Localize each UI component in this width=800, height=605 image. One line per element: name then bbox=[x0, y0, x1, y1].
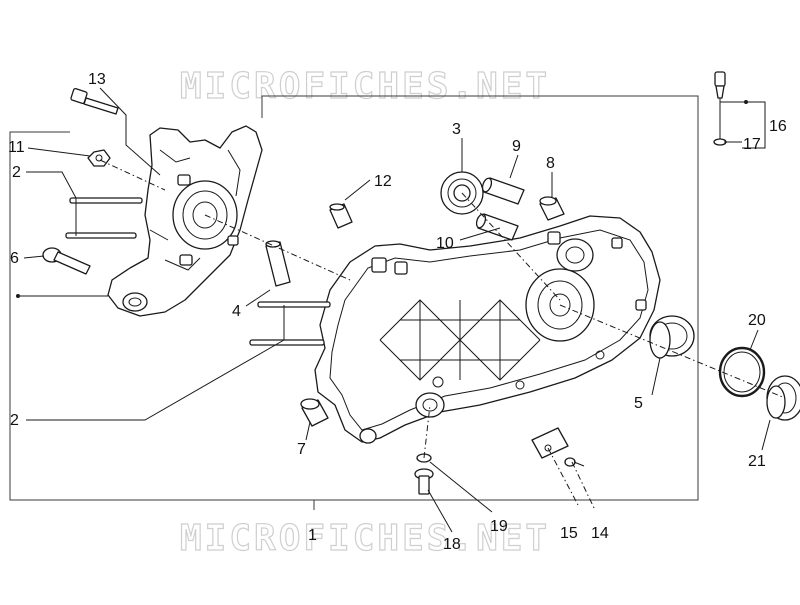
callout-17: 17 bbox=[743, 136, 761, 153]
right-crankcase-half bbox=[314, 215, 661, 444]
callout-10: 10 bbox=[436, 235, 454, 252]
callout-8: 8 bbox=[546, 155, 555, 172]
callout-11: 11 bbox=[8, 139, 25, 156]
pin-10 bbox=[475, 213, 519, 241]
assembly-frame bbox=[9, 95, 699, 510]
callout-1: 1 bbox=[308, 527, 317, 544]
callout-6: 6 bbox=[10, 250, 19, 267]
callout-4: 4 bbox=[232, 303, 241, 320]
callout-12: 12 bbox=[374, 173, 392, 190]
watermark-top: MICROFICHES.NET bbox=[180, 66, 550, 107]
oil-seal-21 bbox=[766, 375, 800, 421]
callout-16: 16 bbox=[769, 118, 787, 135]
watermark-bottom: MICROFICHES.NET bbox=[180, 518, 550, 559]
bush-12 bbox=[329, 203, 353, 229]
callout-21: 21 bbox=[748, 453, 766, 470]
dowel-bush-4 bbox=[265, 240, 291, 287]
leader-dot bbox=[744, 100, 748, 104]
callout-14: 14 bbox=[591, 525, 609, 542]
bolt-13 bbox=[70, 88, 119, 115]
bush-8 bbox=[539, 196, 565, 221]
stud-bolts-upper bbox=[65, 197, 143, 239]
callout-2-lower: 2 bbox=[10, 412, 19, 429]
dipstick-16 bbox=[714, 71, 726, 140]
washer-11 bbox=[87, 149, 111, 167]
stud-bolts-lower bbox=[249, 301, 331, 346]
callout-3: 3 bbox=[452, 121, 461, 138]
circlip-20 bbox=[718, 346, 766, 398]
oil-seal-5 bbox=[649, 315, 695, 359]
left-crankcase-half bbox=[107, 125, 263, 317]
screw-14 bbox=[564, 457, 585, 467]
callout-20: 20 bbox=[748, 312, 766, 329]
bush-7 bbox=[300, 398, 329, 427]
callout-15: 15 bbox=[560, 525, 578, 542]
alignment-lines bbox=[99, 159, 786, 511]
callout-18: 18 bbox=[443, 536, 461, 553]
screw-18 bbox=[414, 468, 434, 495]
callout-2-upper: 2 bbox=[12, 164, 21, 181]
callout-19: 19 bbox=[490, 518, 508, 535]
callout-5: 5 bbox=[634, 395, 643, 412]
screw-6 bbox=[42, 247, 91, 275]
pin-9 bbox=[481, 177, 525, 205]
leader-dot bbox=[16, 294, 20, 298]
callout-9: 9 bbox=[512, 138, 521, 155]
plate-15 bbox=[531, 427, 569, 459]
callout-7: 7 bbox=[297, 441, 306, 458]
leader-lines bbox=[16, 87, 771, 533]
callout-13: 13 bbox=[88, 71, 106, 88]
